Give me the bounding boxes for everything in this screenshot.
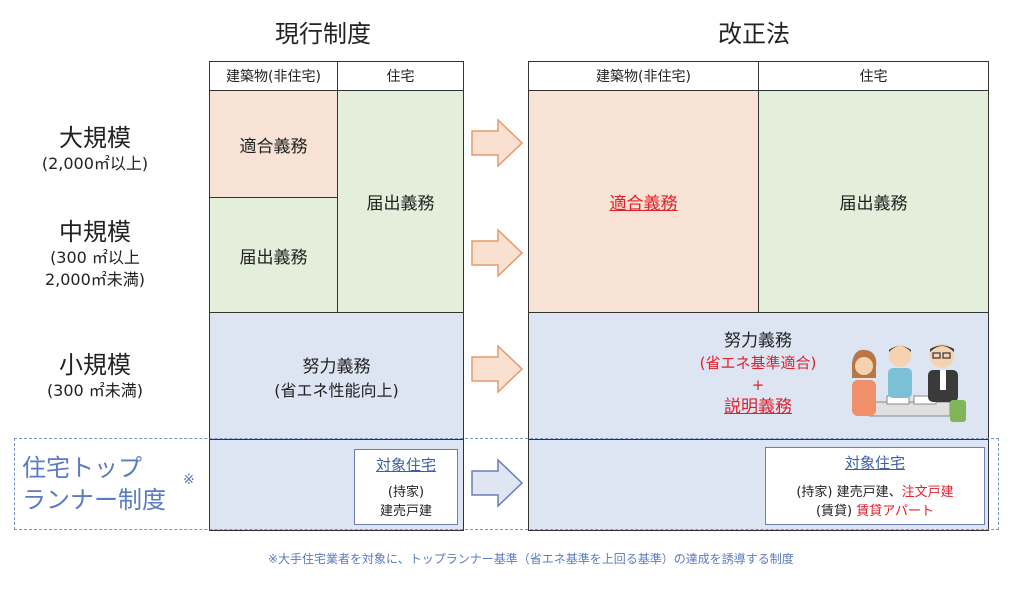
current-target-title: 対象住宅 (375, 456, 436, 474)
medium-scale-range-2: 2,000㎡未満) (44, 270, 146, 289)
revised-effort-sub: (省エネ基準適合) (699, 354, 817, 372)
medium-scale-title: 中規模 (59, 218, 131, 246)
current-header-nonresidential: 建築物(非住宅) (209, 61, 338, 91)
current-effort-sub: (省エネ性能向上) (274, 380, 399, 400)
revised-target-own-line: (持家) 建売戸建、注文戸建 (766, 481, 984, 500)
row-label-small: 小規模 (300 ㎡未満) (20, 345, 170, 402)
revised-own-normal: 建売戸建、 (836, 485, 902, 500)
current-effort-cell: 努力義務 (省エネ性能向上) (209, 312, 464, 440)
large-scale-range: (2,000㎡以上) (41, 154, 149, 173)
current-system-title: 現行制度 (275, 20, 371, 48)
revised-explain-label: 説明義務 (724, 397, 792, 417)
revised-target-box: 対象住宅 (持家) 建売戸建、注文戸建 (賃貸) 賃貸アパート (765, 447, 985, 525)
revised-target-title: 対象住宅 (844, 454, 905, 472)
arrow-right-icon (471, 458, 524, 508)
revised-notify-cell: 届出義務 (758, 90, 989, 313)
current-notify-mid-cell: 届出義務 (209, 197, 338, 313)
current-notify-res-cell: 届出義務 (337, 90, 464, 313)
revised-effort-text: 努力義務 (省エネ基準適合) + 説明義務 (658, 330, 858, 418)
current-notify-mid-label: 届出義務 (239, 247, 308, 268)
toprunner-label: 住宅トップ ランナー制度 (22, 452, 166, 516)
revised-header-nonresidential: 建築物(非住宅) (528, 61, 759, 91)
current-effort-label: 努力義務 (302, 356, 371, 377)
current-target-line-2: 建売戸建 (379, 504, 432, 519)
current-conformity-label: 適合義務 (239, 136, 308, 157)
toprunner-line-2: ランナー制度 (22, 486, 166, 514)
revised-effort-cell (528, 312, 989, 440)
revised-notify-label: 届出義務 (839, 194, 908, 214)
toprunner-note-mark: ※ (183, 472, 195, 488)
revised-conformity-label: 適合義務 (609, 194, 678, 214)
revised-header-residential: 住宅 (758, 61, 989, 91)
toprunner-band (14, 438, 999, 530)
large-scale-title: 大規模 (59, 124, 131, 152)
revised-rent-label: (賃貸) (815, 504, 853, 519)
revised-effort-label: 努力義務 (724, 331, 792, 351)
revised-rent-red: 賃貸アパート (856, 504, 935, 519)
arrow-right-icon (471, 228, 524, 278)
medium-scale-range-1: (300 ㎡以上 (50, 248, 140, 267)
revised-plus: + (751, 376, 765, 394)
small-scale-range: (300 ㎡未満) (46, 381, 144, 400)
current-target-line-1: (持家) (387, 485, 425, 500)
revised-conformity-cell: 適合義務 (528, 90, 759, 313)
current-conformity-cell: 適合義務 (209, 90, 338, 198)
small-scale-title: 小規模 (59, 351, 131, 379)
current-header-residential: 住宅 (337, 61, 464, 91)
footnote: ※大手住宅業者を対象に、トップランナー基準（省エネ基準を上回る基準）の達成を誘導… (268, 552, 794, 566)
revised-own-red: 注文戸建 (901, 485, 954, 500)
arrow-right-icon (471, 118, 524, 168)
revised-law-title: 改正法 (718, 20, 790, 48)
revised-target-rent-line: (賃貸) 賃貸アパート (766, 500, 984, 519)
row-label-medium: 中規模 (300 ㎡以上 2,000㎡未満) (20, 212, 170, 291)
row-label-large: 大規模 (2,000㎡以上) (20, 118, 170, 175)
current-target-box: 対象住宅 (持家) 建売戸建 (354, 449, 458, 525)
revised-own-label: (持家) (796, 485, 833, 500)
current-notify-res-label: 届出義務 (366, 194, 435, 214)
toprunner-line-1: 住宅トップ (22, 454, 142, 482)
people-meeting-illustration (852, 344, 966, 422)
arrow-right-icon (471, 344, 524, 394)
